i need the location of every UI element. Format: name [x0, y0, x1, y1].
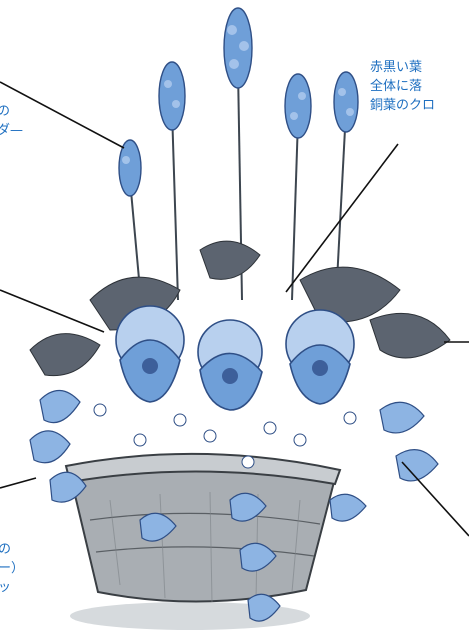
pot-body [68, 462, 337, 603]
pot-rim [64, 452, 342, 486]
annotation-top-right: 赤黒い葉 全体に落 銅葉のクロ [370, 60, 436, 113]
filler-flowers [93, 403, 357, 469]
annotation-bottom-left: の ー） ッ [0, 542, 25, 595]
pansies [115, 305, 355, 411]
trailing-leaves [29, 389, 439, 622]
annotation-top-left: の ダ— [0, 104, 24, 138]
leader-lines [0, 81, 469, 537]
